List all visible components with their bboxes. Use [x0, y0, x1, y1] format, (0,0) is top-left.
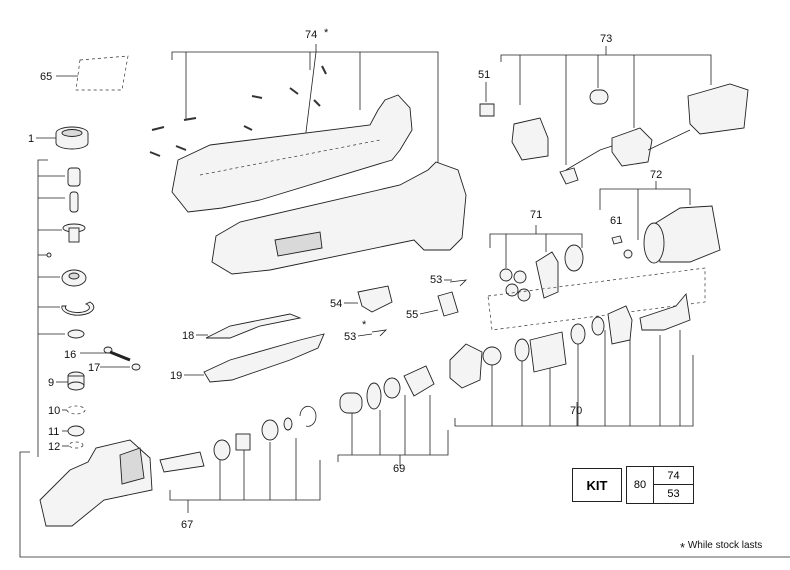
callout-18: 18 [182, 330, 194, 342]
housing-half-right [211, 161, 467, 275]
ring-11 [67, 425, 85, 437]
label-sticker-65 [75, 55, 129, 91]
kit-item-1: 74 [653, 466, 694, 485]
callout-61: 61 [610, 215, 622, 227]
spring-clip-53a [449, 279, 468, 287]
gearbox-envelope [487, 267, 706, 331]
kit-number: 80 [626, 466, 654, 504]
kit-table: KIT 80 74 53 [572, 466, 694, 504]
leader-55 [419, 309, 439, 315]
callout-19: 19 [170, 370, 182, 382]
housing-half-left-detail [199, 139, 381, 176]
battery-contact [559, 167, 579, 185]
callout-72: 72 [650, 169, 662, 181]
switch-module [511, 117, 549, 161]
wire-1 [565, 145, 613, 171]
callout-69: 69 [393, 463, 405, 475]
callout-74-asterisk: * [324, 27, 329, 39]
callout-65: 65 [40, 71, 52, 83]
group-73-bracket [500, 46, 712, 165]
pin [69, 191, 79, 213]
callout-16: 16 [64, 349, 76, 361]
callout-54: 54 [330, 298, 342, 310]
clip-55 [437, 291, 459, 317]
callout-74: 74 [305, 29, 317, 41]
gear-61 [611, 235, 623, 245]
callout-73: 73 [600, 33, 612, 45]
pcb-board [687, 83, 749, 135]
group-74-bracket [171, 44, 439, 181]
group-67-bracket [19, 438, 790, 558]
left-column-bracket [37, 159, 130, 457]
footnote-text: While stock lasts [687, 540, 763, 551]
group-72-bracket [599, 181, 691, 240]
bushing-9 [67, 371, 85, 391]
callout-71: 71 [530, 209, 542, 221]
kit-item-2: 53 [653, 484, 694, 504]
small-clip [67, 329, 85, 339]
callout-67: 67 [181, 519, 193, 531]
ball [46, 252, 52, 258]
kit-title: KIT [572, 468, 622, 502]
callout-17: 17 [88, 362, 100, 374]
angle-head-67 [39, 405, 317, 527]
callout-53-lower: 53 [344, 331, 356, 343]
washer-17 [131, 363, 141, 371]
callout-10: 10 [48, 405, 60, 417]
side-panel-18 [205, 313, 302, 339]
gear-train-70 [449, 292, 691, 389]
switch-assembly [611, 127, 653, 167]
group-71-bracket [489, 225, 583, 268]
housing-screws [149, 65, 327, 157]
ring-12 [68, 441, 84, 449]
end-cap-1 [55, 126, 89, 150]
callout-1: 1 [28, 133, 34, 145]
anvil [62, 223, 86, 243]
sleeve [67, 167, 81, 187]
screw-16 [103, 346, 131, 362]
leader-53-lower [357, 333, 373, 337]
spring-clip-53b [371, 329, 388, 337]
trigger-cap [589, 89, 609, 105]
motor-72 [623, 205, 721, 264]
wire-2 [647, 129, 691, 151]
group-69-bracket [337, 395, 449, 466]
callout-53-upper: 53 [430, 274, 442, 286]
callout-53-lower-asterisk: * [362, 319, 367, 331]
callout-55: 55 [406, 309, 418, 321]
housing-half-left [171, 94, 413, 213]
washer-hole [68, 272, 80, 280]
callout-70: 70 [570, 405, 582, 417]
retaining-ring [61, 301, 95, 316]
spring-51 [479, 103, 495, 117]
footnote-symbol: * [680, 540, 686, 555]
brand-badge [274, 231, 323, 257]
side-panel-19 [203, 333, 325, 383]
callout-51: 51 [478, 69, 490, 81]
group-70-bracket [454, 330, 694, 427]
stock-footnote: * While stock lasts [680, 540, 762, 555]
button-54 [357, 285, 393, 313]
planetary-gears-71 [499, 244, 584, 302]
callout-11: 11 [48, 426, 59, 438]
o-ring-10 [66, 405, 86, 415]
callout-12: 12 [48, 441, 60, 453]
parts-69 [339, 365, 435, 414]
callout-9: 9 [48, 377, 54, 389]
